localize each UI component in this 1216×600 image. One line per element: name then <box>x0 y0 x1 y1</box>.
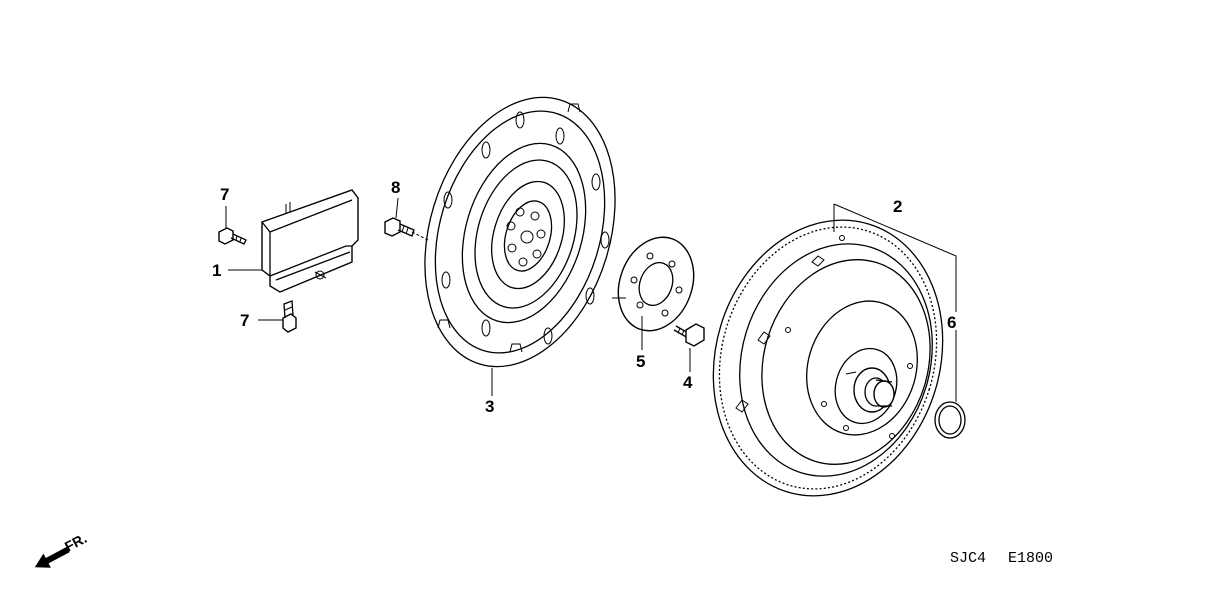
callout-3: 3 <box>485 397 494 416</box>
callout-1: 1 <box>212 261 221 280</box>
front-indicator: FR. <box>34 530 89 568</box>
diagram-code-right: E1800 <box>1008 550 1053 567</box>
callout-4: 4 <box>683 373 693 392</box>
part-3-drive-plate[interactable] <box>394 74 647 391</box>
part-6-o-ring[interactable] <box>934 401 966 439</box>
part-4-bolt[interactable] <box>673 323 705 347</box>
part-5-plate[interactable] <box>606 227 706 342</box>
diagram-code: SJC4 E1800 <box>950 550 1053 567</box>
callout-labels: 1 2 3 4 5 6 7 7 8 <box>212 178 956 416</box>
callout-8: 8 <box>391 178 400 197</box>
front-arrow-icon <box>34 546 70 568</box>
callout-6: 6 <box>947 313 956 332</box>
part-1-bracket[interactable] <box>261 189 359 293</box>
part-7-bolt-lower[interactable] <box>282 300 297 333</box>
diagram-code-left: SJC4 <box>950 550 986 567</box>
leader-lines <box>225 197 957 402</box>
callout-7-upper: 7 <box>220 185 229 204</box>
part-7-bolt-upper[interactable] <box>218 227 247 245</box>
callout-7-lower: 7 <box>240 311 249 330</box>
part-8-bolt[interactable] <box>384 217 429 241</box>
callout-2: 2 <box>893 197 902 216</box>
callout-5: 5 <box>636 352 645 371</box>
part-2-torque-converter[interactable] <box>680 191 976 524</box>
